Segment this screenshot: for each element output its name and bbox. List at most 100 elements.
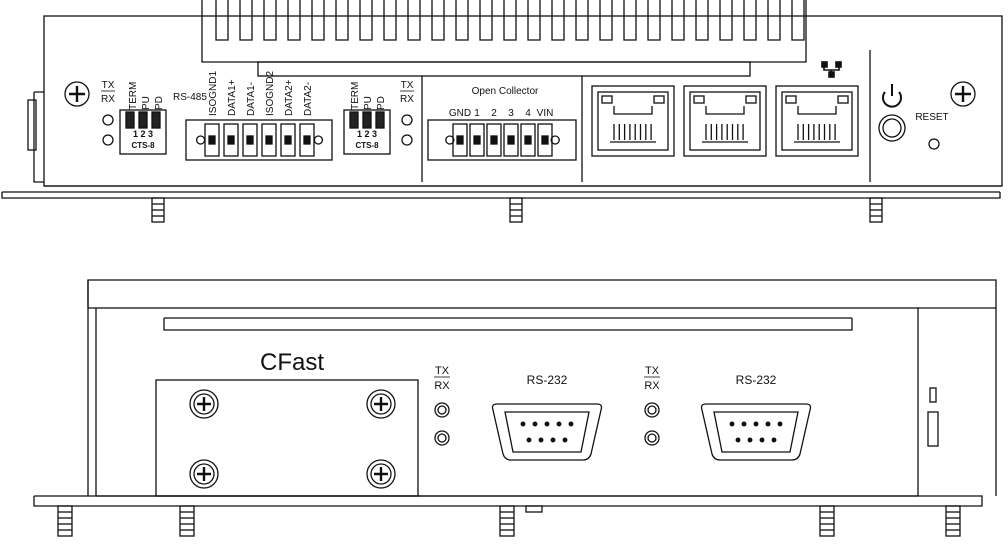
rj45-latch	[705, 106, 745, 115]
rs232-b-block: TX RX RS-232	[644, 365, 812, 461]
terminal-pin	[280, 123, 296, 157]
dip-switch[interactable]	[343, 109, 391, 155]
rx-led	[401, 134, 413, 146]
heatsink-fin	[695, 0, 709, 41]
db9-pin	[741, 421, 747, 427]
phillips-screw-head	[193, 393, 215, 415]
cfast-cover[interactable]	[155, 379, 419, 497]
phillips-screw	[189, 459, 219, 489]
heatsink-fin	[359, 0, 373, 41]
terminal-pin	[469, 123, 485, 157]
heatsink-fin	[335, 0, 349, 41]
foot-screw	[57, 505, 73, 537]
terminal-pin-label: DATA2+	[284, 79, 295, 116]
terminal-mount-hole	[313, 135, 324, 145]
bottom-screws	[151, 197, 883, 223]
terminal-screw	[227, 135, 235, 145]
rx-led	[102, 134, 114, 146]
rj45-led	[785, 95, 797, 104]
rx-label: RX	[434, 380, 450, 392]
terminal-screw	[507, 135, 515, 145]
rx-label: RX	[101, 94, 115, 105]
dip-pin-numbers: 1 2 3	[133, 129, 153, 139]
foot-screw-body	[57, 505, 73, 537]
panel-screw-right	[950, 81, 976, 107]
terminal-pin-label: DATA2-	[303, 82, 314, 116]
terminal-screw	[524, 135, 532, 145]
terminal-pin	[242, 123, 258, 157]
phillips-cross	[197, 467, 211, 481]
rj45-led	[601, 95, 613, 104]
panel-screw-left	[64, 81, 90, 107]
db9-connector[interactable]	[700, 403, 812, 461]
terminal-pin	[204, 123, 220, 157]
terminal-pin-label: GND	[449, 108, 471, 119]
rs232-label: RS-232	[736, 373, 777, 387]
heatsink-fin	[767, 0, 781, 41]
power-icon	[882, 84, 902, 108]
heatsink-fin	[239, 0, 253, 41]
db9-pin	[526, 437, 532, 443]
rj45-latch	[613, 106, 653, 115]
heatsink-fin	[263, 0, 277, 41]
tx-led	[102, 114, 114, 126]
db9-pin	[538, 437, 544, 443]
heatsink-fin	[551, 0, 565, 41]
terminal-pin-label: VIN	[537, 108, 554, 119]
phillips-screw	[366, 389, 396, 419]
db9-pin	[735, 437, 741, 443]
rs485-title: RS-485	[173, 92, 207, 103]
term-label: TERM	[350, 82, 361, 110]
bottom-screws	[57, 505, 961, 537]
rs485-terminal-block[interactable]	[185, 119, 333, 161]
heatsink-fin	[527, 0, 541, 41]
power-button[interactable]	[878, 114, 906, 142]
dip-pin-numbers: 1 2 3	[357, 129, 377, 139]
reset-button[interactable]	[928, 138, 940, 150]
dip-switch[interactable]	[119, 109, 167, 155]
term-label: TERM	[128, 82, 139, 110]
cfast-slot: CFast	[155, 349, 419, 497]
terminal-pin-label: 1	[474, 108, 480, 119]
heatsink-fin	[647, 0, 661, 41]
terminal-pin-label: 3	[508, 108, 514, 119]
serial2-block: TERM PU PD 1 2 3 CTS-8 TX RX	[343, 80, 414, 155]
pu-label: PU	[141, 96, 152, 110]
heatsink-fin	[311, 0, 325, 41]
foot-screw	[945, 505, 961, 537]
rx-label: RX	[400, 94, 414, 105]
db9-connector[interactable]	[491, 403, 603, 461]
heatsink-fin	[383, 0, 397, 41]
db9-pin	[550, 437, 556, 443]
heatsink-fin	[623, 0, 637, 41]
terminal-screw	[265, 135, 273, 145]
rx-label: RX	[644, 380, 660, 392]
db9-pin	[765, 421, 771, 427]
terminal-pin	[261, 123, 277, 157]
tx-led	[401, 114, 413, 126]
bottom-front-panel: CFast TX RX RS-232 TX RX RS-232	[33, 279, 997, 537]
tx-label: TX	[102, 80, 115, 91]
terminal-pin	[503, 123, 519, 157]
open-collector-terminal-block[interactable]	[427, 119, 577, 161]
rj45-opening	[781, 91, 853, 151]
terminal-screw	[490, 135, 498, 145]
open-collector-title: Open Collector	[472, 86, 539, 97]
terminal-pin	[223, 123, 239, 157]
heatsink	[201, 0, 807, 77]
heatsink-fin	[791, 0, 805, 41]
terminal-pin	[299, 123, 315, 157]
rj45-led	[653, 95, 665, 104]
heatsink-fin	[431, 0, 445, 41]
rj45-port	[775, 85, 859, 157]
pd-label: PD	[376, 96, 387, 110]
heatsink-fin	[479, 0, 493, 41]
pu-label: PU	[363, 96, 374, 110]
terminal-screw	[208, 135, 216, 145]
terminal-screw	[456, 135, 464, 145]
heatsink-fin	[407, 0, 421, 41]
db9-pin	[556, 421, 562, 427]
ethernet-ports	[591, 61, 859, 157]
tx-led	[434, 402, 450, 418]
